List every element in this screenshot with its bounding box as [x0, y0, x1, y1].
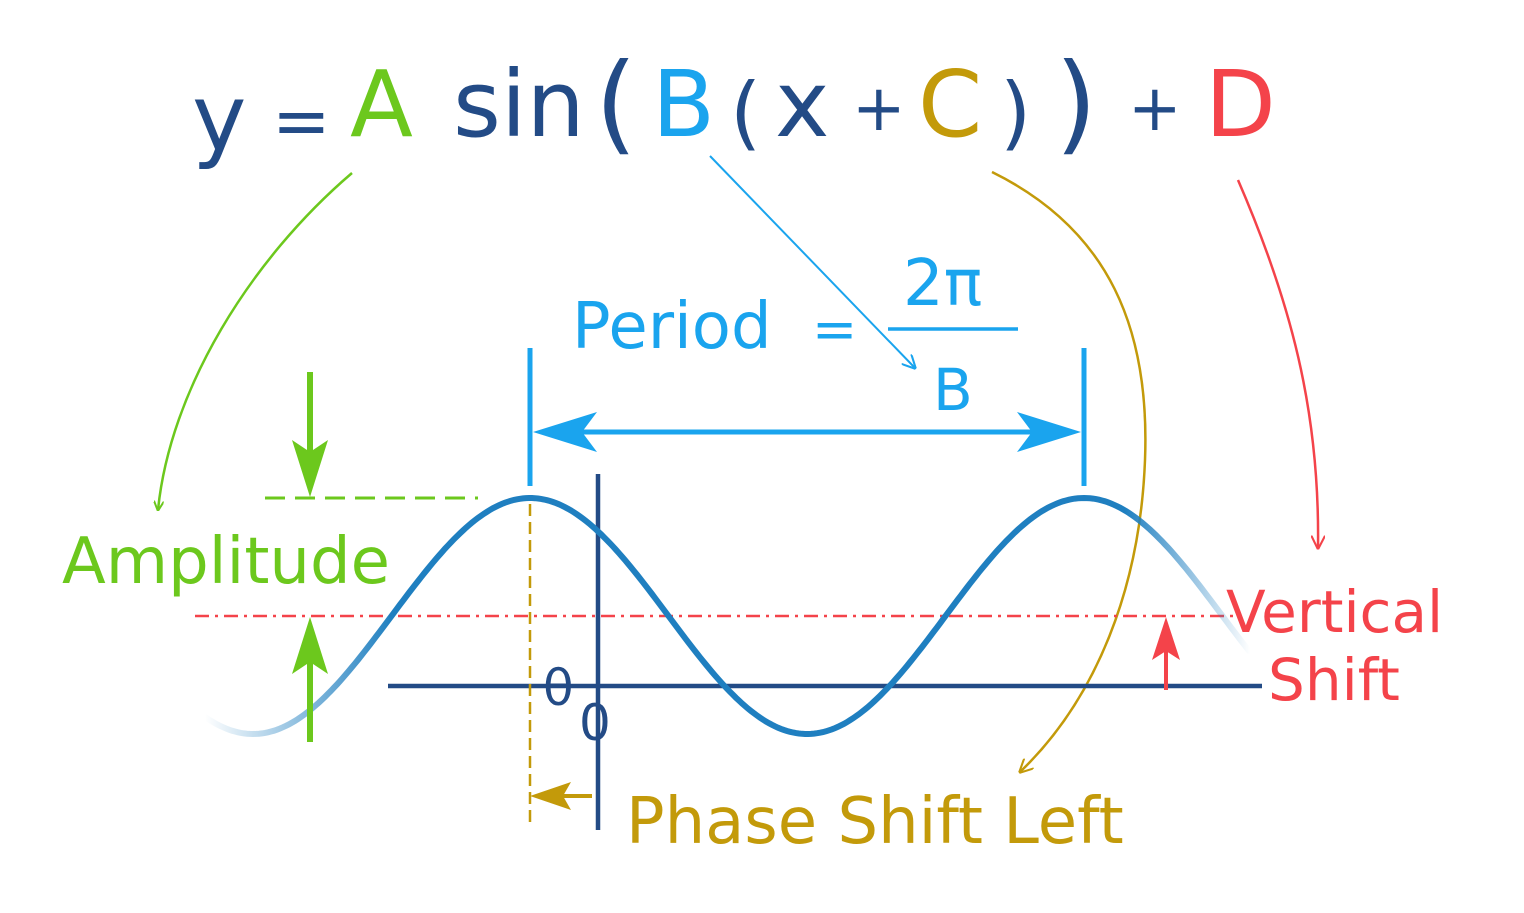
sine-curve — [202, 494, 1252, 738]
period-bracket — [527, 348, 1087, 486]
equation-close-paren-outer: ) — [1055, 41, 1097, 166]
equation-x: x — [775, 51, 829, 158]
origin-label: 0 — [579, 694, 611, 752]
amplitude-pointer-arrow — [158, 172, 353, 510]
vertical-shift-pointer-arrow — [1236, 179, 1318, 548]
equation-D: D — [1205, 51, 1276, 158]
phase-shift-marker: Phase Shift Left — [530, 782, 1124, 859]
equation-y: y — [192, 65, 246, 172]
amplitude-down-arrowhead — [292, 440, 328, 497]
equation-sin: sin — [453, 51, 585, 158]
vertical-shift-marker: Vertical Shift — [1152, 578, 1443, 714]
period-label: Period — [572, 290, 772, 364]
equation-equals: = — [272, 80, 331, 162]
vertical-shift-label-line2: Shift — [1268, 646, 1400, 714]
period-denominator: B — [933, 356, 973, 424]
equation-close-paren-inner: ) — [1000, 66, 1031, 159]
equation-B: B — [652, 51, 715, 158]
phase-shift-label: Phase Shift Left — [626, 785, 1124, 859]
period-arrowhead-left — [533, 412, 597, 452]
phase-pointer-arrow — [991, 170, 1147, 772]
equation-C: C — [918, 51, 982, 158]
theta-label: θ — [543, 659, 574, 717]
amplitude-label: Amplitude — [62, 525, 390, 599]
equation-A: A — [350, 51, 413, 158]
amplitude-up-arrowhead — [292, 617, 328, 674]
period-formula: Period = 2π B — [572, 247, 1018, 424]
vertical-shift-label-line1: Vertical — [1226, 578, 1443, 646]
equation-open-paren-outer: ( — [595, 41, 637, 166]
period-equals: = — [812, 298, 857, 361]
period-pointer-arrow — [709, 155, 915, 368]
period-numerator: 2π — [903, 247, 982, 321]
period-arrowhead-right — [1017, 412, 1081, 452]
equation: y = A sin ( B ( x + C ) ) + D — [192, 41, 1276, 172]
equation-open-paren-inner: ( — [730, 66, 761, 159]
equation-plus-1: + — [852, 72, 906, 146]
phase-shift-arrowhead — [530, 782, 571, 810]
equation-plus-2: + — [1128, 72, 1182, 146]
vertical-shift-arrowhead — [1152, 617, 1180, 660]
amplitude-marker: Amplitude — [62, 372, 478, 742]
